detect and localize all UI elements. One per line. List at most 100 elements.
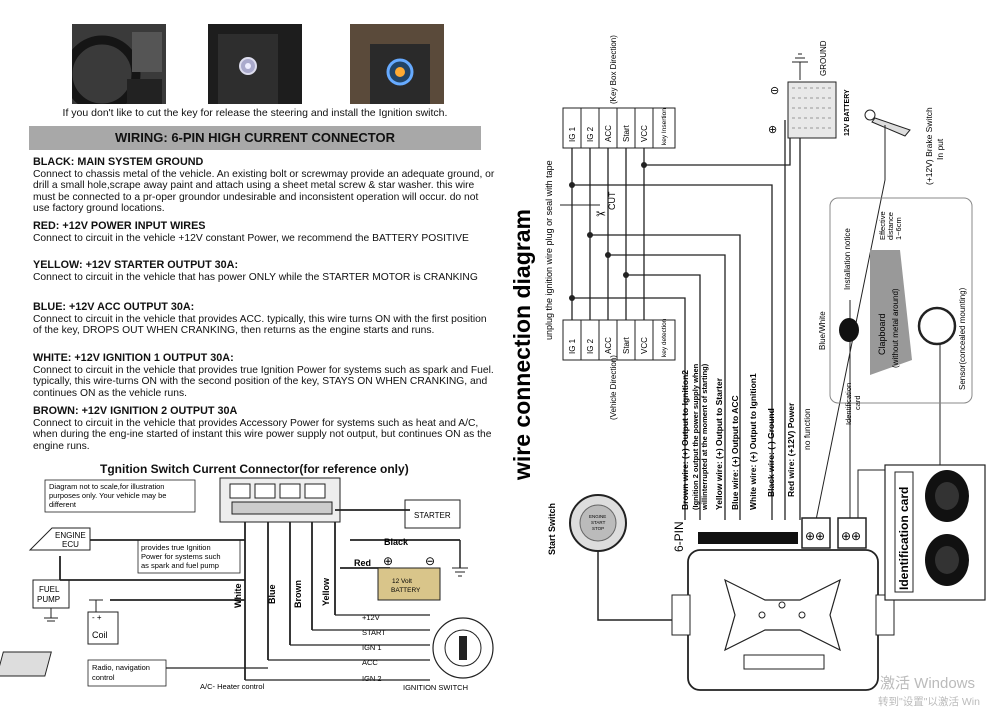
section-brown: BROWN: +12V IGNITION 2 OUTPUT 30A Connec…: [33, 405, 495, 452]
battery-plus: ⊕: [383, 554, 393, 568]
battery-12v-label: 12V BATTERY: [844, 89, 851, 136]
provides-line: as spark and fuel pump: [141, 561, 219, 570]
section-heading: BLACK: MAIN SYSTEM GROUND: [33, 156, 204, 168]
terminal-label: START: [362, 628, 386, 637]
section-red: RED: +12V POWER INPUT WIRES Connect to c…: [33, 220, 495, 244]
section-yellow: YELLOW: +12V STARTER OUTPUT 30A: Connect…: [33, 259, 495, 283]
six-pin-header: [698, 532, 798, 544]
section-heading: BLUE: +12V ACC OUTPUT 30A:: [33, 301, 195, 313]
engine-ecu-label: ECU: [62, 540, 79, 549]
ac-label: A/C- Heater control: [200, 682, 265, 691]
pin-label: IG 1: [568, 338, 577, 354]
wire-label-brown: Brown wire: (+) Output to Ignition2: [680, 370, 690, 510]
ground-label: GROUND: [819, 40, 828, 76]
starter-label: STARTER: [414, 511, 451, 520]
black-label: Black: [384, 537, 409, 547]
terminal-label: ACC: [362, 658, 378, 667]
id-card-label: Identification card: [897, 487, 911, 590]
wire-yellow: Yellow: [321, 577, 331, 606]
ignition-switch-label: IGNITION SWITCH: [403, 683, 468, 692]
pin-label: VCC: [640, 337, 649, 354]
section-body: Connect to circuit in the vehicle +12V c…: [33, 232, 469, 244]
pin-label: VCC: [640, 125, 649, 142]
radio-box: [87, 659, 167, 687]
effective-distance: distance: [886, 212, 895, 240]
start-switch-label: Start Switch: [547, 503, 557, 555]
pin-label: ACC: [604, 125, 613, 142]
section-white: WHITE: +12V IGNITION 1 OUTPUT 30A: Conne…: [33, 352, 495, 399]
svg-text:- +: - +: [92, 613, 102, 622]
sensor-label: Sensor(concealed mounting): [958, 287, 967, 390]
connector-plug: [801, 517, 831, 549]
battery-minus-symbol: ⊖: [770, 85, 779, 97]
wire-label-white: White wire: (+) Output to Ignition1: [748, 373, 758, 510]
terminal-label: IGN 2: [362, 674, 382, 683]
section-body: Connect to circuit in the vehicle that p…: [33, 364, 494, 399]
note-line: purposes only. Your vehicle may be: [49, 491, 166, 500]
radio-line: Radio, navigation: [92, 663, 150, 672]
effective-distance: Effective: [878, 211, 887, 240]
section-heading: WHITE: +12V IGNITION 1 OUTPUT 30A:: [33, 352, 234, 364]
wire-label-red: Red wire: (+12V) Power: [786, 402, 796, 497]
terminal-label: IGN 1: [362, 643, 382, 652]
brake-switch-label: (+12V) Brake Switch: [924, 107, 934, 185]
clapboard-label: (without metal around): [891, 288, 900, 368]
pin-label: key Insertion: [661, 108, 668, 145]
starter: [404, 499, 461, 529]
vehicle-direction: (Vehicle Direction): [609, 355, 618, 420]
wire-label-blue: Blue wire: (+) Output to ACC: [730, 395, 740, 510]
pin-label: ACC: [604, 337, 613, 354]
coil-label: Coil: [92, 630, 108, 640]
note-box: [44, 479, 196, 513]
button-text: ENGINE: [589, 514, 606, 519]
section-heading: YELLOW: +12V STARTER OUTPUT 30A:: [33, 259, 239, 271]
pin-label: IG 2: [586, 338, 595, 354]
keybox-connector-top: [562, 107, 676, 149]
watermark-line: 激活 Windows: [880, 675, 976, 692]
blue-white-label: Blue/White: [818, 311, 827, 350]
section-body: Connect to circuit in the vehicle that h…: [33, 271, 478, 283]
photo-caption: If you don't like to cut the key for rel…: [62, 107, 448, 119]
engine-ecu-label: ENGINE: [55, 531, 86, 540]
fuel-pump-label: FUEL: [39, 585, 60, 594]
wire-label-brown-note: (Ignition 2 output the power supply when: [691, 363, 700, 510]
clapboard-label: Clapboard: [877, 313, 887, 355]
provides-line: provides true Ignition: [141, 543, 211, 552]
effective-distance: 1~6cm: [894, 217, 903, 240]
section-body: Connect to circuit in the vehicle that p…: [33, 417, 492, 452]
battery-plus-symbol: ⊕: [768, 124, 777, 136]
photo-switch-installed: [208, 24, 302, 104]
pin-label: key detection: [661, 318, 668, 357]
wire-brown: Brown: [293, 580, 303, 608]
id-card-small-label: Identification: [844, 383, 853, 425]
battery: [377, 567, 441, 601]
pin-label: IG 2: [586, 126, 595, 142]
note-line: different: [49, 500, 77, 509]
pin-label: IG 1: [568, 126, 577, 142]
id-card-small: [839, 318, 859, 342]
keybox-direction: (Key Box Direction): [609, 35, 618, 104]
sensor: [917, 306, 957, 346]
engine-ecu: [28, 527, 91, 551]
battery-label: BATTERY: [391, 587, 421, 594]
terminal-label: +12V: [362, 613, 380, 622]
clapboard: [870, 250, 912, 375]
wire-blue: Blue: [267, 584, 277, 604]
battery-label: 12 Volt: [392, 578, 412, 585]
keybox-connector-bottom: [562, 319, 676, 361]
section-body: Connect to circuit in the vehicle that p…: [33, 313, 487, 337]
ac-unit: [0, 651, 52, 677]
button-text: START: [591, 520, 606, 525]
installation-box: [829, 197, 973, 404]
six-pin-label: 6-PIN: [672, 521, 686, 552]
wire-label-black: Black wire: (-) Ground: [766, 408, 776, 497]
section-heading: BROWN: +12V IGNITION 2 OUTPUT 30A: [33, 405, 238, 417]
svg-text:⊕⊕: ⊕⊕: [841, 529, 861, 543]
pin-label: Start: [622, 124, 631, 142]
wire-label-brown-note: willinterrupted at the moment of startin…: [700, 363, 709, 511]
red-label: Red: [354, 558, 371, 568]
cut-label: CUT: [607, 191, 617, 210]
section-heading: RED: +12V POWER INPUT WIRES: [33, 220, 206, 232]
installation-notice: Installation notice: [843, 228, 852, 290]
radio-line: control: [92, 673, 115, 682]
